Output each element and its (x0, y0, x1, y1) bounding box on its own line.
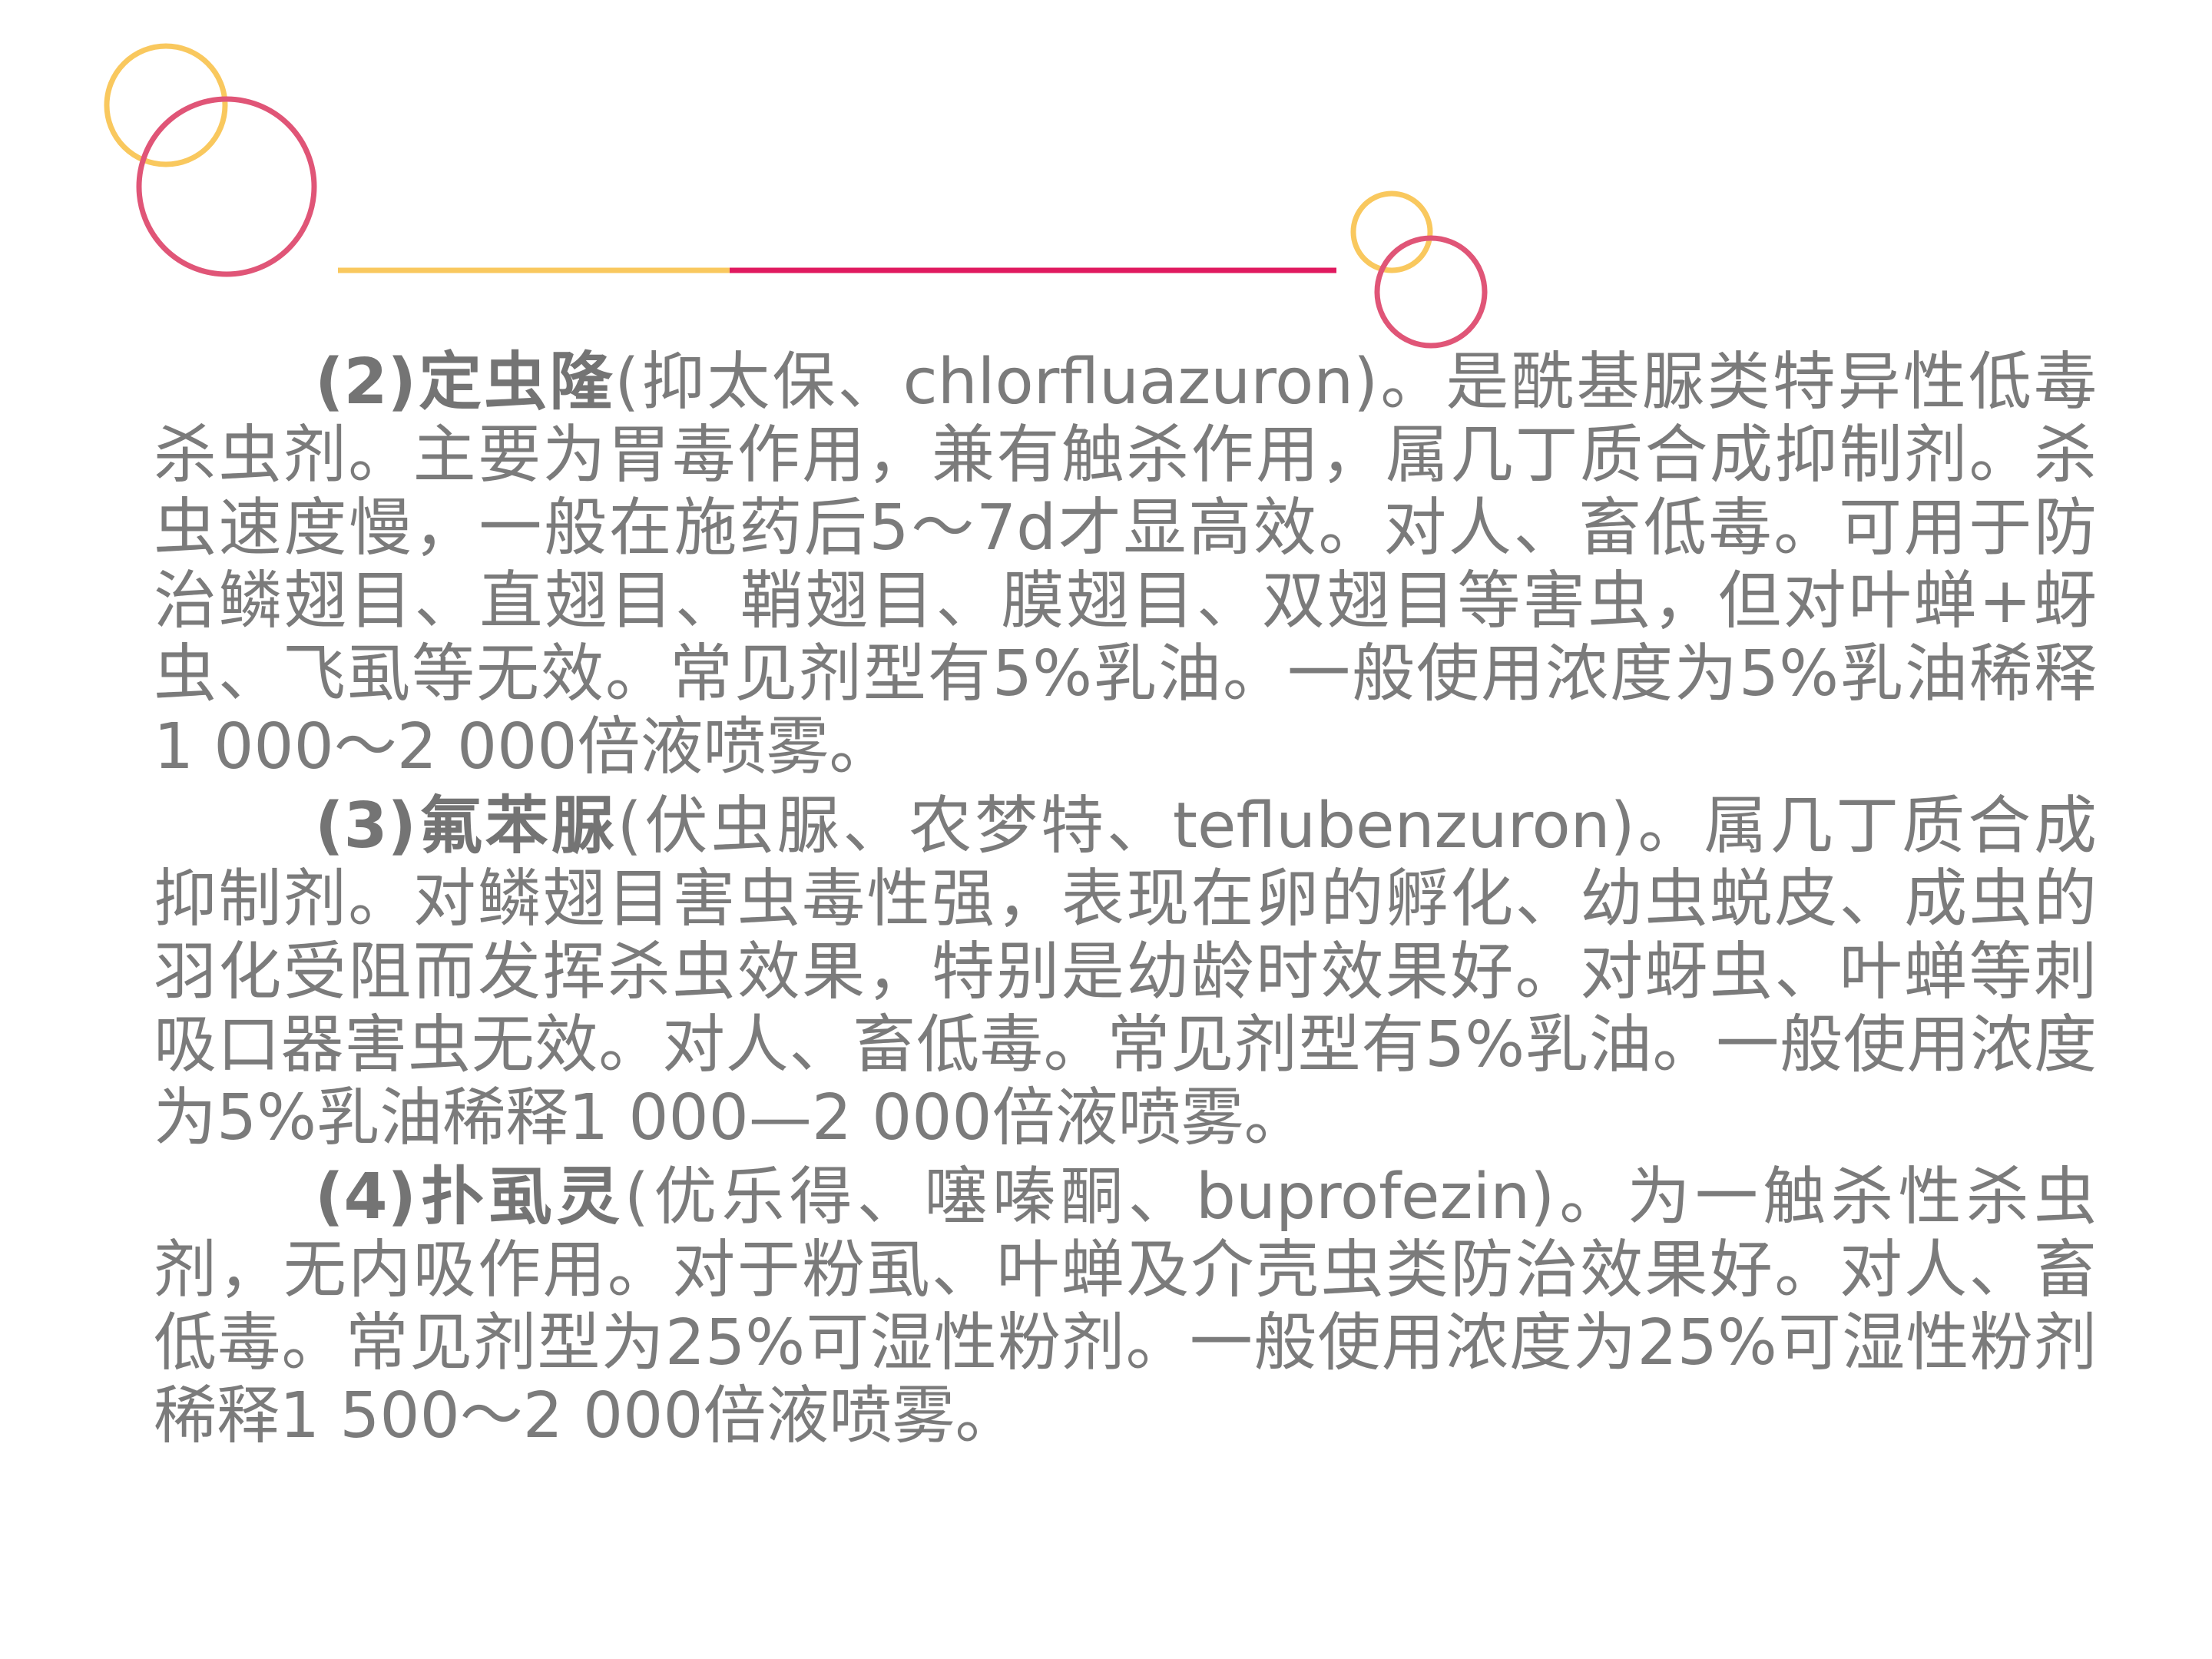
paragraph-buprofezin: (4)扑虱灵(优乐得、噻嗪酮、buprofezin)。为一触杀性杀虫剂，无内吸作… (154, 1161, 2097, 1452)
pesticide-name: 定虫隆 (416, 346, 615, 419)
paragraph-number: (2) (315, 346, 417, 419)
pesticide-name: 氟苯脲 (416, 790, 618, 863)
pesticide-name: 扑虱灵 (416, 1161, 624, 1233)
paragraph-teflubenzuron: (3)氟苯脲(伏虫脲、农梦特、teflubenzuron)。属几丁质合成抑制剂。… (154, 790, 2097, 1154)
decorative-header-graphic (104, 43, 1488, 349)
paragraph-number: (4) (315, 1161, 417, 1233)
paragraph-number: (3) (315, 790, 417, 863)
gold-ring-small (1350, 190, 1433, 273)
pink-ring-small (1374, 235, 1488, 349)
paragraph-text: (优乐得、噻嗪酮、buprofezin)。为一触杀性杀虫剂，无内吸作用。对于粉虱… (154, 1161, 2097, 1452)
pink-ring-large (136, 96, 317, 277)
document-body: (2)定虫隆(抑太保、chlorfluazuron)。是酰基脲类特异性低毒杀虫剂… (154, 346, 2097, 1459)
paragraph-text: (伏虫脲、农梦特、teflubenzuron)。属几丁质合成抑制剂。对鳞翅目害虫… (154, 790, 2097, 1154)
gold-ring-large (104, 43, 228, 167)
paragraph-text: (抑太保、chlorfluazuron)。是酰基脲类特异性低毒杀虫剂。主要为胃毒… (154, 346, 2097, 783)
paragraph-chlorfluazuron: (2)定虫隆(抑太保、chlorfluazuron)。是酰基脲类特异性低毒杀虫剂… (154, 346, 2097, 783)
